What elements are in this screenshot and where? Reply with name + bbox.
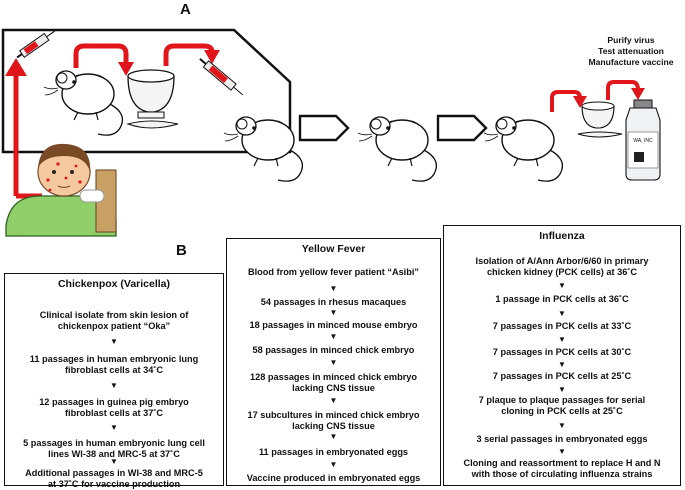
mortar-pestle-icon xyxy=(126,69,179,129)
flow-step: Vaccine produced in embryonated eggs xyxy=(246,473,421,483)
down-arrow-icon xyxy=(444,361,680,369)
flow-step: 7 plaque to plaque passages for serial c… xyxy=(478,395,646,416)
panel-a-illustration: WA, INC xyxy=(1,28,661,237)
flow-step: 12 passages in guinea pig embryo fibrobl… xyxy=(39,397,189,418)
mouse-icon xyxy=(357,116,438,182)
down-arrow-icon xyxy=(227,285,440,293)
down-arrow-icon xyxy=(444,310,680,318)
flow-step: 7 passages in PCK cells at 25˚C xyxy=(492,371,632,381)
down-arrow-icon xyxy=(444,336,680,344)
note-attenuation: Test attenuation xyxy=(598,46,664,56)
flow-step: 7 passages in PCK cells at 33˚C xyxy=(492,321,632,331)
down-arrow-icon xyxy=(444,422,680,430)
chickenpox-box: Chickenpox (Varicella) Clinical isolate … xyxy=(4,273,224,489)
influenza-box: Influenza Isolation of A/Ann Arbor/6/60 … xyxy=(443,225,681,486)
down-arrow-icon xyxy=(444,386,680,394)
mouse-icon xyxy=(43,70,124,136)
flow-step: 5 passages in human embryonic lung cell … xyxy=(23,438,205,459)
flow-step: Additional passages in WI-38 and MRC-5 a… xyxy=(25,468,203,489)
down-arrow-icon xyxy=(227,359,440,367)
flow-step: Isolation of A/Ann Arbor/6/60 in primary… xyxy=(475,256,649,277)
down-arrow-icon xyxy=(227,397,440,405)
flow-step: 7 passages in PCK cells at 30˚C xyxy=(492,347,632,357)
yellow-fever-box: Yellow Fever Blood from yellow fever pat… xyxy=(226,238,441,486)
down-arrow-icon xyxy=(5,458,223,466)
hollow-arrow xyxy=(436,114,488,142)
down-arrow-icon xyxy=(227,333,440,341)
flow-step: 11 passages in embryonated eggs xyxy=(258,447,409,457)
hollow-arrow xyxy=(298,114,350,142)
flow-step: Blood from yellow fever patient “Asibi” xyxy=(247,267,419,277)
vaccine-vial-icon: WA, INC xyxy=(625,99,661,181)
sick-child-icon xyxy=(5,143,117,237)
flow-step: 54 passages in rhesus macaques xyxy=(260,297,407,307)
syringe-icon xyxy=(199,58,244,96)
flow-step: 18 passages in minced mouse embryo xyxy=(249,320,418,330)
down-arrow-icon xyxy=(227,433,440,441)
down-arrow-icon xyxy=(227,309,440,317)
down-arrow-icon xyxy=(444,282,680,290)
influenza-title: Influenza xyxy=(539,230,585,242)
syringe-icon xyxy=(16,30,56,59)
down-arrow-icon xyxy=(5,424,223,432)
down-arrow-icon xyxy=(444,448,680,456)
flow-step: Cloning and reassortment to replace H an… xyxy=(463,458,661,479)
production-notes: Purify virus Test attenuation Manufactur… xyxy=(576,35,685,68)
mouse-icon xyxy=(483,116,564,182)
flow-step: 1 passage in PCK cells at 36˚C xyxy=(495,294,629,304)
flow-step: 128 passages in minced chick embryo lack… xyxy=(250,372,417,393)
mortar-pestle-icon xyxy=(577,101,623,138)
flow-step: Clinical isolate from skin lesion of chi… xyxy=(39,310,189,331)
flow-step: 58 passages in minced chick embryo xyxy=(252,345,415,355)
process-frame xyxy=(1,28,292,154)
flow-step: 3 serial passages in embryonated eggs xyxy=(476,434,648,444)
down-arrow-icon xyxy=(5,382,223,390)
panel-b-letter: B xyxy=(176,242,187,259)
panel-a-letter: A xyxy=(180,1,191,18)
down-arrow-icon xyxy=(227,461,440,469)
flow-step: 17 subcultures in minced chick embryo la… xyxy=(247,410,420,431)
note-purify: Purify virus xyxy=(607,35,655,45)
down-arrow-icon xyxy=(5,338,223,346)
flow-step: 11 passages in human embryonic lung fibr… xyxy=(29,354,199,375)
yellow-fever-title: Yellow Fever xyxy=(301,243,366,255)
chickenpox-title: Chickenpox (Varicella) xyxy=(57,278,171,290)
vial-label: WA, INC xyxy=(633,138,653,144)
note-manufacture: Manufacture vaccine xyxy=(588,57,674,67)
